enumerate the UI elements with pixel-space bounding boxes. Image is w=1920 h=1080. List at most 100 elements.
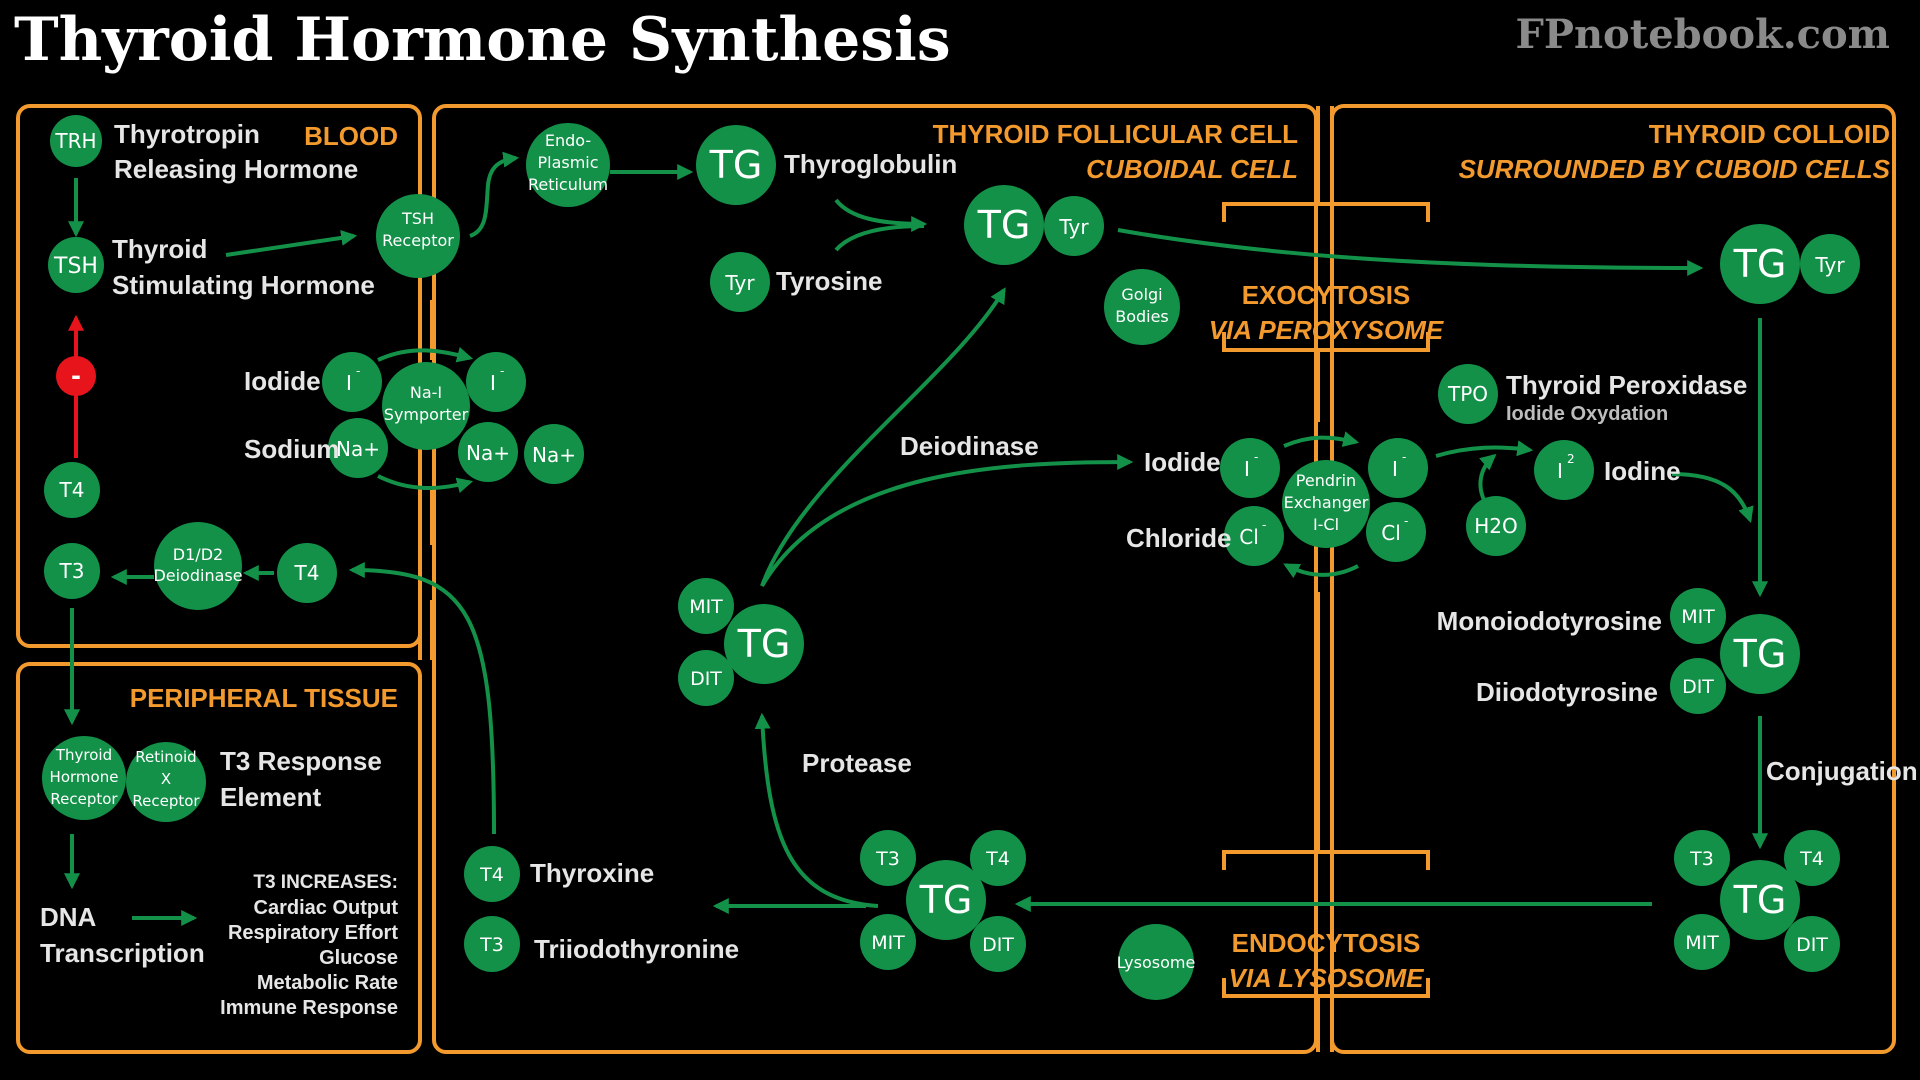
svg-text:MIT: MIT bbox=[1681, 606, 1715, 628]
endocytosis-bracket bbox=[1222, 978, 1430, 998]
svg-text:Receptor: Receptor bbox=[50, 790, 118, 808]
iodine-molecule-node: I 2 bbox=[1534, 440, 1594, 500]
dna-label-line1: DNA bbox=[40, 902, 97, 932]
er-node: Endo- Plasmic Reticulum bbox=[526, 123, 610, 207]
sodium-in-node: Na+ bbox=[328, 418, 388, 478]
svg-text:Cl: Cl bbox=[1239, 525, 1259, 549]
t3-released-node: T3 bbox=[464, 916, 520, 972]
t3-cell-node: T3 bbox=[860, 830, 916, 886]
h2o-node: H2O bbox=[1466, 496, 1526, 556]
svg-text:Receptor: Receptor bbox=[382, 231, 454, 250]
follicular-box bbox=[432, 104, 1318, 1054]
colloid-box bbox=[1330, 104, 1896, 1054]
t3-effect-item: Respiratory Effort bbox=[228, 922, 398, 944]
t3-colloid-node: T3 bbox=[1674, 830, 1730, 886]
dit-colloid-conj-node: DIT bbox=[1784, 916, 1840, 972]
svg-text:X: X bbox=[161, 770, 171, 788]
iodide-out-node: I - bbox=[466, 352, 526, 412]
svg-text:Na+: Na+ bbox=[336, 437, 380, 461]
arrow-iodide-transport bbox=[377, 346, 474, 363]
arrow-receptor-er bbox=[469, 151, 520, 238]
t3-effect-item: Cardiac Output bbox=[254, 897, 399, 919]
arrow-tsh-receptor bbox=[225, 229, 358, 257]
t4-conversion-node: T4 bbox=[277, 543, 337, 603]
arrow-sodium-transport bbox=[377, 474, 474, 494]
svg-text:TSH: TSH bbox=[401, 209, 434, 228]
tg-node-residual: TG bbox=[724, 604, 804, 684]
diiodotyrosine-label: Diiodotyrosine bbox=[1476, 677, 1658, 707]
retinoid-x-receptor-node: Retinoid X Receptor bbox=[126, 742, 206, 822]
tg-node-1: TG bbox=[696, 125, 776, 205]
iodide-colloid-node: I - bbox=[1368, 438, 1428, 498]
svg-text:Lysosome: Lysosome bbox=[1117, 953, 1196, 972]
lysosome-node: Lysosome bbox=[1117, 924, 1196, 1000]
tyr-node-1: Tyr bbox=[710, 252, 770, 312]
arrow-iodine-tg bbox=[1671, 472, 1754, 524]
svg-text:T4: T4 bbox=[59, 478, 85, 502]
tg-node-2: TG bbox=[964, 185, 1044, 265]
svg-text:Retinoid: Retinoid bbox=[135, 748, 196, 766]
arrow-tg-tyr-colloid bbox=[1117, 228, 1704, 276]
svg-text:Pendrin: Pendrin bbox=[1296, 471, 1356, 490]
golgi-node: Golgi Bodies bbox=[1104, 269, 1180, 345]
dit-residual-node: DIT bbox=[678, 650, 734, 706]
svg-text:TRH: TRH bbox=[54, 129, 96, 153]
svg-text:Tyr: Tyr bbox=[1058, 215, 1089, 239]
mit-colloid-conj-node: MIT bbox=[1674, 914, 1730, 970]
t3-response-label-line2: Element bbox=[220, 782, 321, 812]
svg-text:-: - bbox=[356, 364, 360, 378]
svg-text:T3: T3 bbox=[479, 934, 504, 956]
svg-text:-: - bbox=[71, 362, 81, 390]
tg-node-colloid-iodinated: TG bbox=[1720, 614, 1800, 694]
d1d2-deiodinase-node: D1/D2 Deiodinase bbox=[153, 522, 243, 610]
tsh-node: TSH bbox=[48, 237, 104, 293]
arrow-deiodinase-tg bbox=[760, 287, 1006, 587]
arrow-pendrin-chloride bbox=[1283, 563, 1359, 579]
tpo-node: TPO bbox=[1438, 364, 1498, 424]
dna-label-line2: Transcription bbox=[40, 938, 205, 968]
svg-text:T4: T4 bbox=[985, 848, 1010, 870]
protease-label: Protease bbox=[802, 748, 912, 778]
svg-text:Endo-: Endo- bbox=[545, 131, 591, 150]
endocytosis-sub-label: VIA LYSOSOME bbox=[1228, 963, 1424, 993]
svg-text:Hormone: Hormone bbox=[50, 768, 119, 786]
tyr-node-2: Tyr bbox=[1044, 196, 1104, 256]
svg-text:MIT: MIT bbox=[1685, 932, 1719, 954]
section-colloid-sub: SURROUNDED BY CUBOID CELLS bbox=[1459, 154, 1891, 184]
na-i-symporter-node: Na-I Symporter bbox=[382, 362, 470, 450]
svg-text:I-Cl: I-Cl bbox=[1313, 515, 1339, 534]
iodide-label: Iodide bbox=[244, 366, 321, 396]
t3-effect-item: Immune Response bbox=[220, 997, 398, 1019]
svg-text:TG: TG bbox=[1733, 242, 1787, 286]
tsh-receptor-node: TSH Receptor bbox=[376, 194, 460, 278]
svg-text:T3: T3 bbox=[875, 848, 900, 870]
svg-text:Reticulum: Reticulum bbox=[528, 175, 608, 194]
page-title: Thyroid Hormone Synthesis bbox=[14, 5, 951, 75]
t3-effect-item: Metabolic Rate bbox=[257, 972, 398, 994]
svg-text:Tyr: Tyr bbox=[724, 271, 755, 295]
section-colloid: THYROID COLLOID bbox=[1649, 119, 1890, 149]
exocytosis-label: EXOCYTOSIS bbox=[1242, 280, 1411, 310]
svg-text:T4: T4 bbox=[294, 561, 320, 585]
mit-colloid-node: MIT bbox=[1670, 588, 1726, 644]
section-blood: BLOOD bbox=[304, 121, 398, 151]
arrow-protease bbox=[754, 712, 879, 908]
peripheral-box bbox=[16, 662, 422, 1054]
svg-text:T4: T4 bbox=[1799, 848, 1824, 870]
svg-text:I: I bbox=[1392, 457, 1398, 481]
svg-text:DIT: DIT bbox=[982, 934, 1014, 956]
exocytosis-bracket bbox=[1222, 332, 1430, 352]
mit-residual-node: MIT bbox=[678, 578, 734, 634]
section-peripheral: PERIPHERAL TISSUE bbox=[130, 683, 398, 713]
svg-text:TG: TG bbox=[919, 878, 973, 922]
svg-text:Na-I: Na-I bbox=[410, 383, 442, 402]
dit-colloid-node: DIT bbox=[1670, 658, 1726, 714]
section-follicular: THYROID FOLLICULAR CELL bbox=[933, 119, 1299, 149]
svg-text:Deiodinase: Deiodinase bbox=[153, 566, 242, 585]
iodide-in-node: I - bbox=[322, 352, 382, 412]
sodium-out-node: Na+ bbox=[458, 422, 518, 482]
svg-text:Receptor: Receptor bbox=[132, 792, 200, 810]
thyroxine-label: Thyroxine bbox=[530, 858, 654, 888]
svg-text:DIT: DIT bbox=[1682, 676, 1714, 698]
